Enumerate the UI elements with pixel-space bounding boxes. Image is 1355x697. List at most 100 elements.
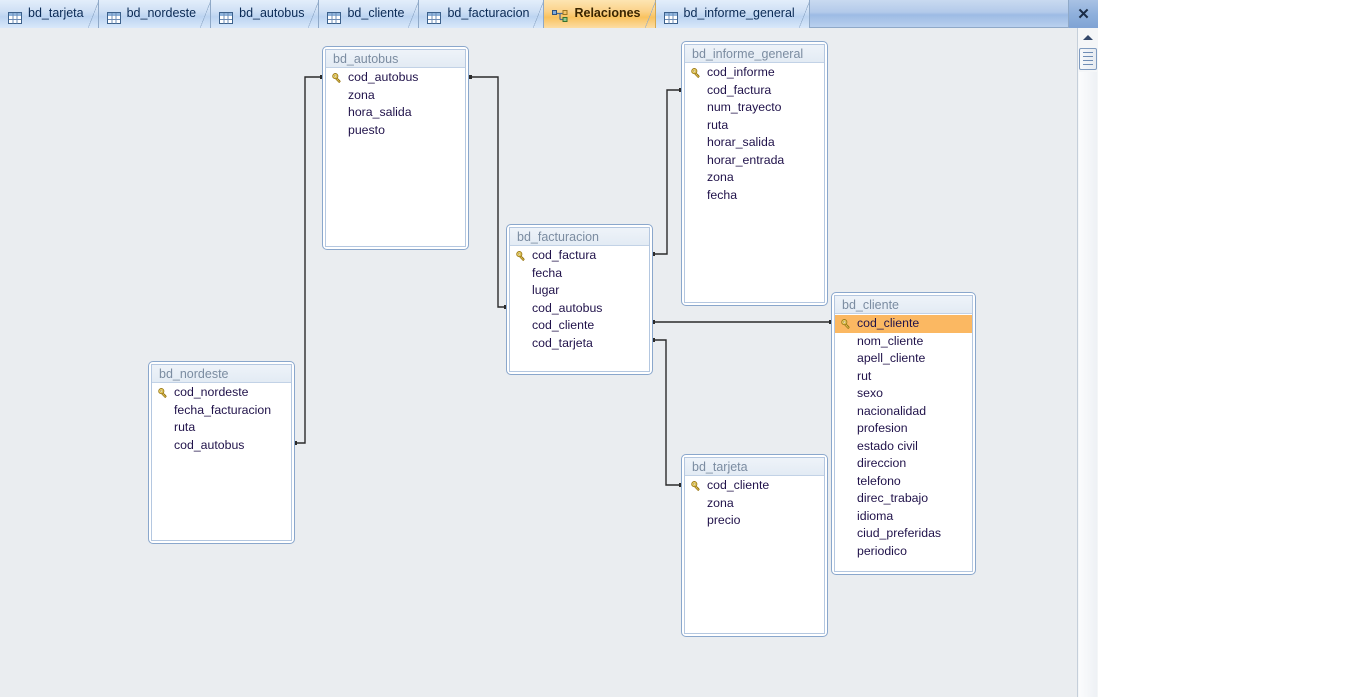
primary-key-icon	[691, 67, 702, 78]
field-label: periodico	[857, 543, 907, 558]
field-label: fecha	[707, 187, 738, 202]
field-row[interactable]: cod_autobus	[152, 437, 291, 455]
field-row[interactable]: telefono	[835, 473, 972, 491]
field-label: hora_salida	[348, 105, 412, 119]
relationship-line[interactable]	[295, 76, 322, 444]
field-row[interactable]: num_trayecto	[685, 99, 824, 117]
relationship-line[interactable]	[653, 339, 681, 486]
field-row[interactable]: ciud_preferidas	[835, 525, 972, 543]
field-row[interactable]: ruta	[685, 117, 824, 135]
field-row[interactable]: cod_cliente	[685, 477, 824, 495]
close-icon[interactable]: ✕	[1068, 0, 1098, 28]
desktop-background	[1098, 0, 1355, 697]
field-label: fecha_facturacion	[174, 402, 272, 417]
field-row[interactable]: cod_autobus	[510, 300, 649, 318]
field-row[interactable]: fecha	[510, 265, 649, 283]
table-title-bd_nordeste[interactable]: bd_nordeste	[152, 365, 291, 383]
field-label: sexo	[857, 386, 883, 400]
field-row[interactable]: nacionalidad	[835, 403, 972, 421]
tab-bd_informe_general[interactable]: bd_informe_general	[655, 0, 810, 28]
field-row[interactable]: cod_factura	[510, 247, 649, 265]
tab-label: bd_nordeste	[126, 6, 197, 21]
field-label: apell_cliente	[857, 351, 926, 365]
tab-bd_autobus[interactable]: bd_autobus	[211, 0, 320, 28]
vertical-scrollbar[interactable]	[1077, 28, 1098, 697]
field-row[interactable]: cod_cliente	[835, 315, 972, 333]
field-row[interactable]: apell_cliente	[835, 350, 972, 368]
scrollbar-track[interactable]	[1079, 72, 1097, 697]
field-label: cod_factura	[707, 82, 772, 97]
field-row[interactable]: direccion	[835, 455, 972, 473]
field-row[interactable]: cod_informe	[685, 64, 824, 82]
field-row[interactable]: ruta	[152, 419, 291, 437]
field-label: num_trayecto	[707, 100, 782, 114]
triangle-up-icon[interactable]	[1078, 28, 1098, 46]
field-row[interactable]: fecha_facturacion	[152, 402, 291, 420]
field-label: cod_factura	[532, 248, 597, 262]
field-label: profesion	[857, 421, 908, 435]
field-row[interactable]: periodico	[835, 543, 972, 561]
tab-bd_facturacion[interactable]: bd_facturacion	[419, 0, 545, 28]
field-row[interactable]: puesto	[326, 122, 465, 140]
field-row[interactable]: cod_nordeste	[152, 384, 291, 402]
field-row[interactable]: nom_cliente	[835, 333, 972, 351]
field-row[interactable]: zona	[685, 495, 824, 513]
tab-label: bd_tarjeta	[28, 6, 84, 21]
field-row[interactable]: cod_tarjeta	[510, 335, 649, 353]
field-label: direc_trabajo	[857, 491, 929, 505]
field-row[interactable]: cod_cliente	[510, 317, 649, 335]
field-row[interactable]: zona	[326, 87, 465, 105]
field-row[interactable]: cod_autobus	[326, 69, 465, 87]
field-row[interactable]: horar_salida	[685, 134, 824, 152]
field-row[interactable]: hora_salida	[326, 104, 465, 122]
field-row[interactable]: horar_entrada	[685, 152, 824, 170]
primary-key-icon	[332, 72, 343, 83]
field-row[interactable]: estado civil	[835, 438, 972, 456]
field-row[interactable]: rut	[835, 368, 972, 386]
field-row[interactable]: zona	[685, 169, 824, 187]
tab-label: bd_facturacion	[447, 6, 530, 21]
table-title-bd_informe_general[interactable]: bd_informe_general	[685, 45, 824, 63]
field-row[interactable]: lugar	[510, 282, 649, 300]
relationship-line[interactable]	[470, 76, 506, 308]
field-label: lugar	[532, 283, 560, 297]
table-title-bd_autobus[interactable]: bd_autobus	[326, 50, 465, 68]
tab-bd_cliente[interactable]: bd_cliente	[319, 0, 420, 28]
field-row[interactable]: direc_trabajo	[835, 490, 972, 508]
primary-key-icon	[841, 318, 852, 329]
field-row[interactable]: fecha	[685, 187, 824, 205]
table-title-bd_tarjeta[interactable]: bd_tarjeta	[685, 458, 824, 476]
field-row[interactable]: idioma	[835, 508, 972, 526]
tab-bd_nordeste[interactable]: bd_nordeste	[98, 0, 212, 28]
field-label: cod_tarjeta	[532, 335, 593, 350]
field-label: ruta	[174, 420, 196, 434]
field-label: zona	[707, 170, 734, 184]
relationship-line[interactable]	[653, 89, 681, 255]
field-row[interactable]: sexo	[835, 385, 972, 403]
field-row[interactable]: cod_factura	[685, 82, 824, 100]
field-row[interactable]: precio	[685, 512, 824, 530]
tab-bd_tarjeta[interactable]: bd_tarjeta	[0, 0, 99, 28]
tab-Relaciones[interactable]: Relaciones	[544, 0, 656, 28]
field-label: cod_autobus	[532, 300, 603, 315]
table-grid-icon	[8, 7, 22, 24]
field-row[interactable]: profesion	[835, 420, 972, 438]
scrollbar-thumb[interactable]	[1079, 48, 1097, 70]
table-title-bd_cliente[interactable]: bd_cliente	[835, 296, 972, 314]
table-title-bd_facturacion[interactable]: bd_facturacion	[510, 228, 649, 246]
